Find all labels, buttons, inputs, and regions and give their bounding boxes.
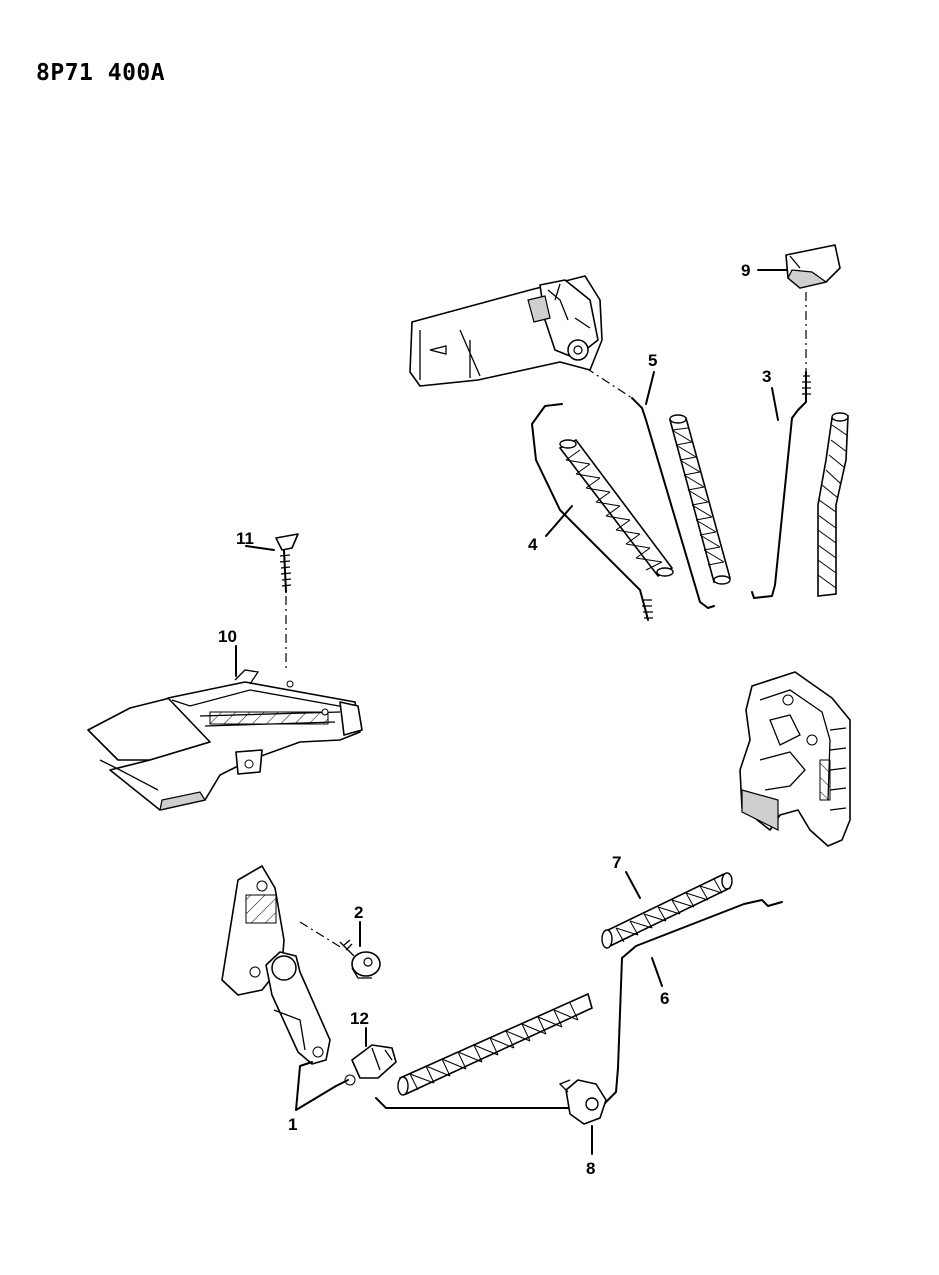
part-2-screw: [339, 939, 381, 979]
part-10-inside-handle: [87, 669, 363, 811]
callout-12: 12: [350, 1009, 369, 1028]
part-5-rod: [631, 397, 715, 609]
callout-9: 9: [741, 261, 750, 280]
callout-numbers: 9 3 5 4 11 10 2 12 7 6 1 8: [218, 261, 771, 1178]
callout-5: 5: [648, 351, 657, 370]
callout-8: 8: [586, 1159, 595, 1178]
part-6-clip-tube: [397, 992, 593, 1096]
diagram-code: 8P71 400A: [36, 60, 166, 86]
part-3-lock-rod: [751, 371, 811, 599]
callout-11: 11: [236, 529, 254, 548]
callout-4: 4: [528, 535, 538, 554]
part-6-long-rod: [375, 899, 783, 1109]
callout-7: 7: [612, 853, 621, 872]
part-12-rod-clip: [344, 1044, 397, 1086]
part-4-rod: [531, 403, 653, 621]
callout-2: 2: [354, 903, 363, 922]
leader-dash-5: [585, 367, 633, 399]
part-8-grommet: [558, 1079, 607, 1125]
part-5-clip-tube: [668, 414, 731, 585]
callout-10: 10: [218, 627, 237, 646]
part-3-clip-tube: [817, 412, 849, 597]
door-latch-assembly: [739, 671, 851, 847]
callout-3: 3: [762, 367, 771, 386]
outside-door-handle: [409, 275, 603, 387]
callout-6: 6: [660, 989, 669, 1008]
part-7-clip-tube: [601, 872, 733, 949]
part-11-screw: [275, 533, 299, 593]
callout-leaders: [235, 269, 787, 1155]
part-1-remote-lever: [265, 951, 331, 1065]
part-9-lock-knob: [785, 244, 841, 289]
callout-1: 1: [288, 1115, 297, 1134]
part-4-clip-tube: [558, 438, 674, 578]
leader-dash-2: [299, 921, 343, 949]
